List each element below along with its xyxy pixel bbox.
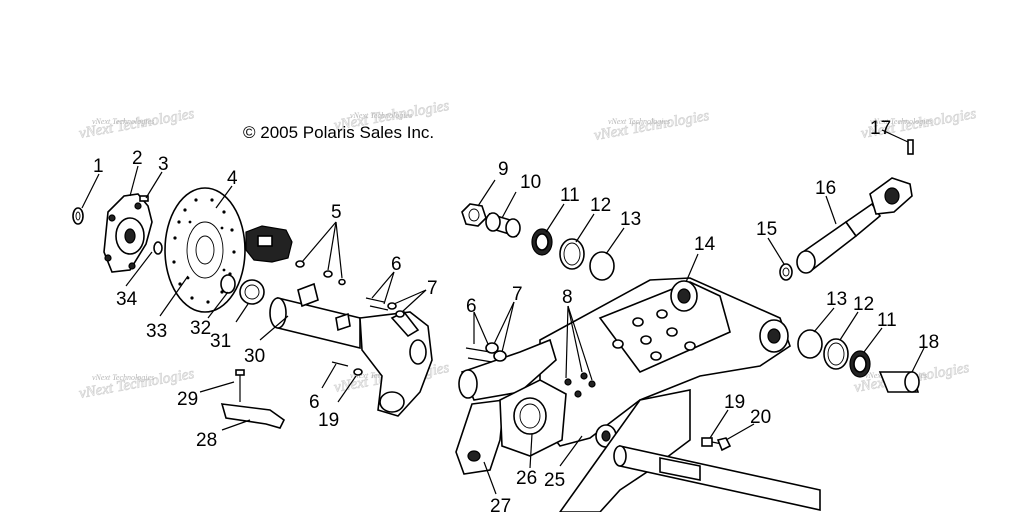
- bracket-part-28: [220, 403, 286, 429]
- bolt-part-6-lower: [331, 361, 349, 367]
- boot-part-15: [779, 263, 793, 281]
- callout-29: 29: [177, 389, 198, 410]
- seal-part-11-left: [531, 228, 553, 256]
- driveshaft-part-16: [796, 177, 913, 274]
- bolts-part-8: [564, 372, 596, 398]
- callout-19: 19: [724, 392, 745, 413]
- callout-6: 6: [466, 296, 477, 317]
- callout-labels: 1 2 3 4 5 6 7 34 33 32 31 30 6 19 29 28 …: [93, 118, 939, 512]
- stud-part-3: [139, 195, 149, 202]
- brake-disc-part-4: [164, 187, 246, 313]
- callout-18: 18: [918, 332, 939, 353]
- callout-5: 5: [331, 202, 342, 223]
- callout-1: 1: [93, 156, 104, 177]
- washer-part-34: [153, 241, 163, 255]
- callout-12: 12: [590, 195, 611, 216]
- washer-part-1: [72, 207, 84, 225]
- callout-6: 6: [391, 254, 402, 275]
- callout-16: 16: [815, 178, 836, 199]
- callout-6: 6: [309, 392, 320, 413]
- callout-7: 7: [512, 284, 523, 305]
- cap-part-13-right: [797, 329, 823, 359]
- callout-27: 27: [490, 496, 511, 512]
- watermark-small: vNext Technologies: [92, 373, 154, 382]
- callout-20: 20: [750, 407, 771, 428]
- callout-14: 14: [694, 234, 716, 255]
- callout-8: 8: [562, 287, 573, 308]
- swingarm-part-14: [539, 277, 791, 512]
- callout-26: 26: [516, 468, 537, 489]
- nut-part-20: [716, 437, 732, 452]
- callout-11: 11: [560, 185, 580, 206]
- callout-2: 2: [132, 148, 143, 169]
- washer-part-19-lower: [353, 368, 363, 376]
- callout-9: 9: [498, 159, 509, 180]
- washers-part-7-middle: [485, 342, 507, 362]
- nut-part-9: [461, 203, 487, 227]
- bolts-part-6-upper: [365, 297, 405, 318]
- callout-7: 7: [427, 278, 438, 299]
- pin-part-17: [907, 139, 914, 155]
- watermark-small: vNext Technologies: [92, 117, 154, 126]
- callout-15: 15: [756, 219, 777, 240]
- copyright-text: © 2005 Polaris Sales Inc.: [243, 123, 434, 142]
- pivot-housing: [455, 338, 567, 475]
- callout-30: 30: [244, 346, 265, 367]
- watermark-small: vNext Technologies: [350, 111, 412, 120]
- ring-part-12-left: [559, 238, 585, 270]
- bearing-part-31: [239, 279, 265, 305]
- ring-part-12-right: [823, 338, 849, 370]
- callout-33: 33: [146, 321, 167, 342]
- callout-10: 10: [520, 172, 541, 193]
- callout-19: 19: [318, 410, 339, 431]
- callout-11: 11: [877, 310, 897, 331]
- watermark-small: vNext Technologies: [608, 117, 670, 126]
- callout-4: 4: [227, 168, 238, 189]
- bushing-part-10: [485, 212, 521, 238]
- callout-25: 25: [544, 470, 565, 491]
- callout-13: 13: [826, 289, 847, 310]
- hub-part-2: [103, 193, 153, 273]
- watermark-small: vNext Technologies: [870, 117, 932, 126]
- axle-housing-part-30: [269, 282, 433, 417]
- callout-17: 17: [870, 118, 891, 139]
- callout-12: 12: [853, 294, 874, 315]
- callout-13: 13: [620, 209, 641, 230]
- drive-shaft: [613, 445, 821, 511]
- leader-lines: [81, 129, 925, 495]
- bolt-part-29: [235, 369, 245, 402]
- callout-34: 34: [116, 289, 138, 310]
- seal-part-11-right: [849, 350, 871, 378]
- cap-part-13-left: [589, 251, 615, 281]
- caliper: [245, 225, 293, 263]
- washer-part-5: [295, 260, 346, 286]
- bolts-part-6-middle: [465, 347, 493, 363]
- callout-31: 31: [210, 331, 231, 352]
- spacer-part-32: [220, 274, 236, 294]
- callout-3: 3: [158, 154, 169, 175]
- callout-28: 28: [196, 430, 217, 451]
- callout-32: 32: [190, 318, 211, 339]
